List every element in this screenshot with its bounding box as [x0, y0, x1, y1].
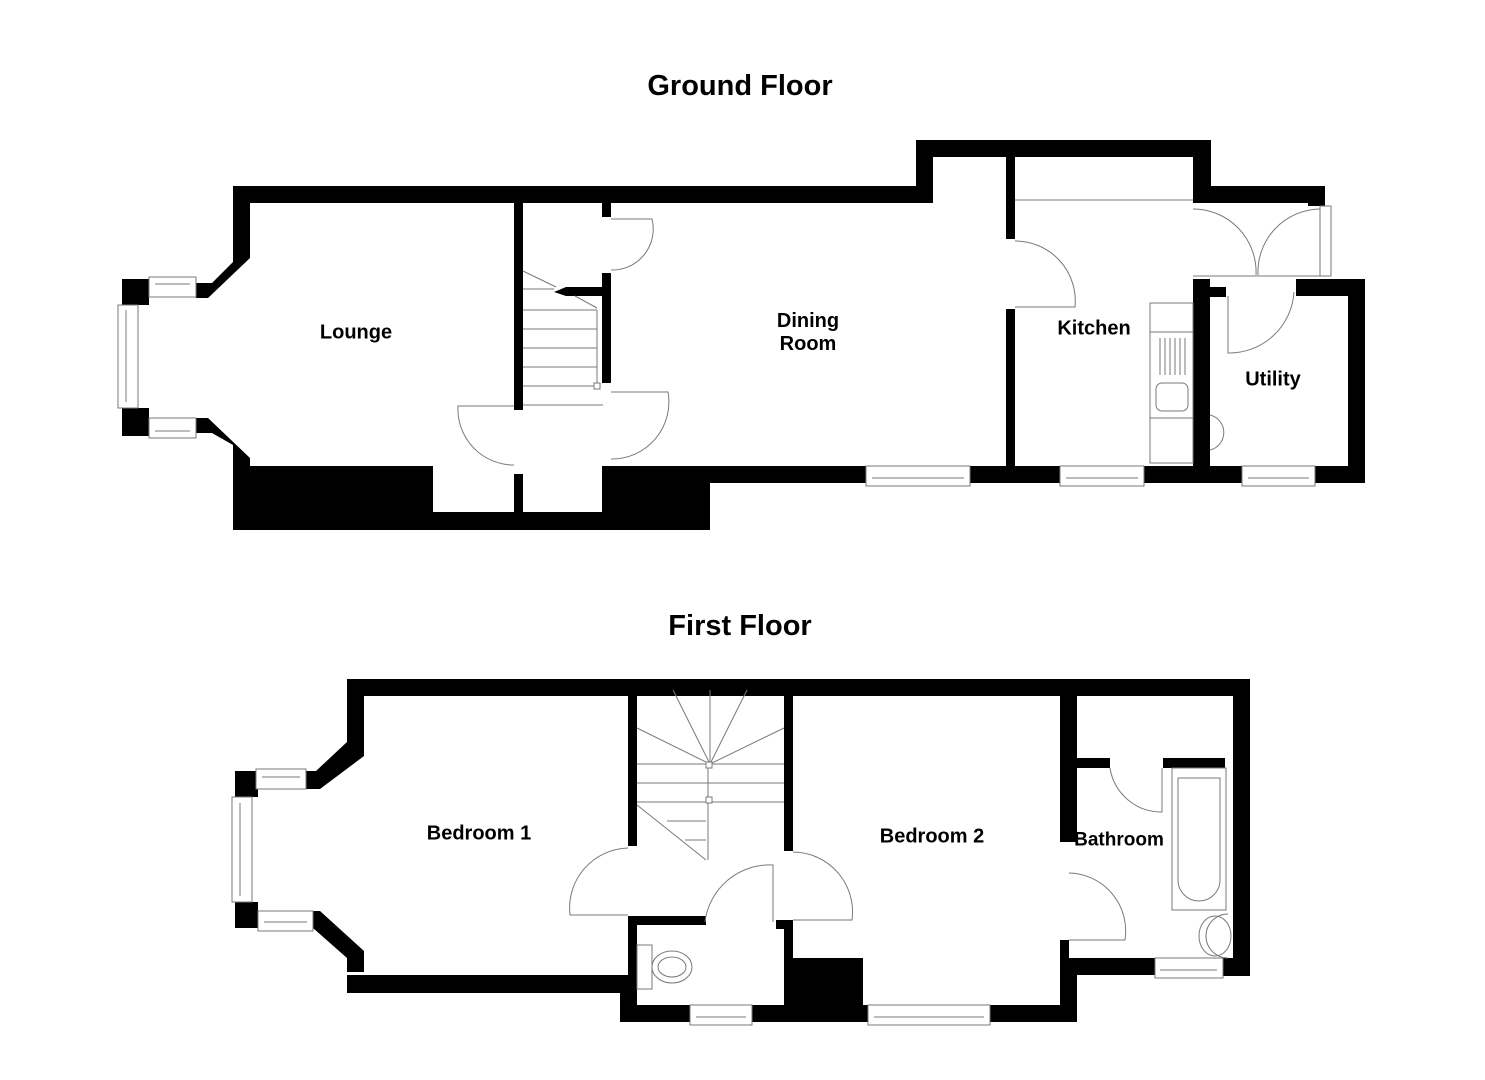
- room-label-bedroom-1: Bedroom 1: [426, 822, 532, 845]
- room-label-dining-room: Dining Room: [776, 310, 840, 355]
- room-label-utility: Utility: [1245, 368, 1301, 391]
- room-label-lounge: Lounge: [319, 321, 393, 344]
- first-floor-title: First Floor: [668, 610, 812, 642]
- first-floor-plan: [231, 679, 1250, 1026]
- room-label-kitchen: Kitchen: [1057, 317, 1131, 340]
- ground-floor-title: Ground Floor: [647, 70, 833, 102]
- ground-floor-plan: [117, 140, 1365, 530]
- room-label-bathroom: Bathroom: [1074, 829, 1164, 851]
- room-label-bedroom-2: Bedroom 2: [879, 825, 985, 848]
